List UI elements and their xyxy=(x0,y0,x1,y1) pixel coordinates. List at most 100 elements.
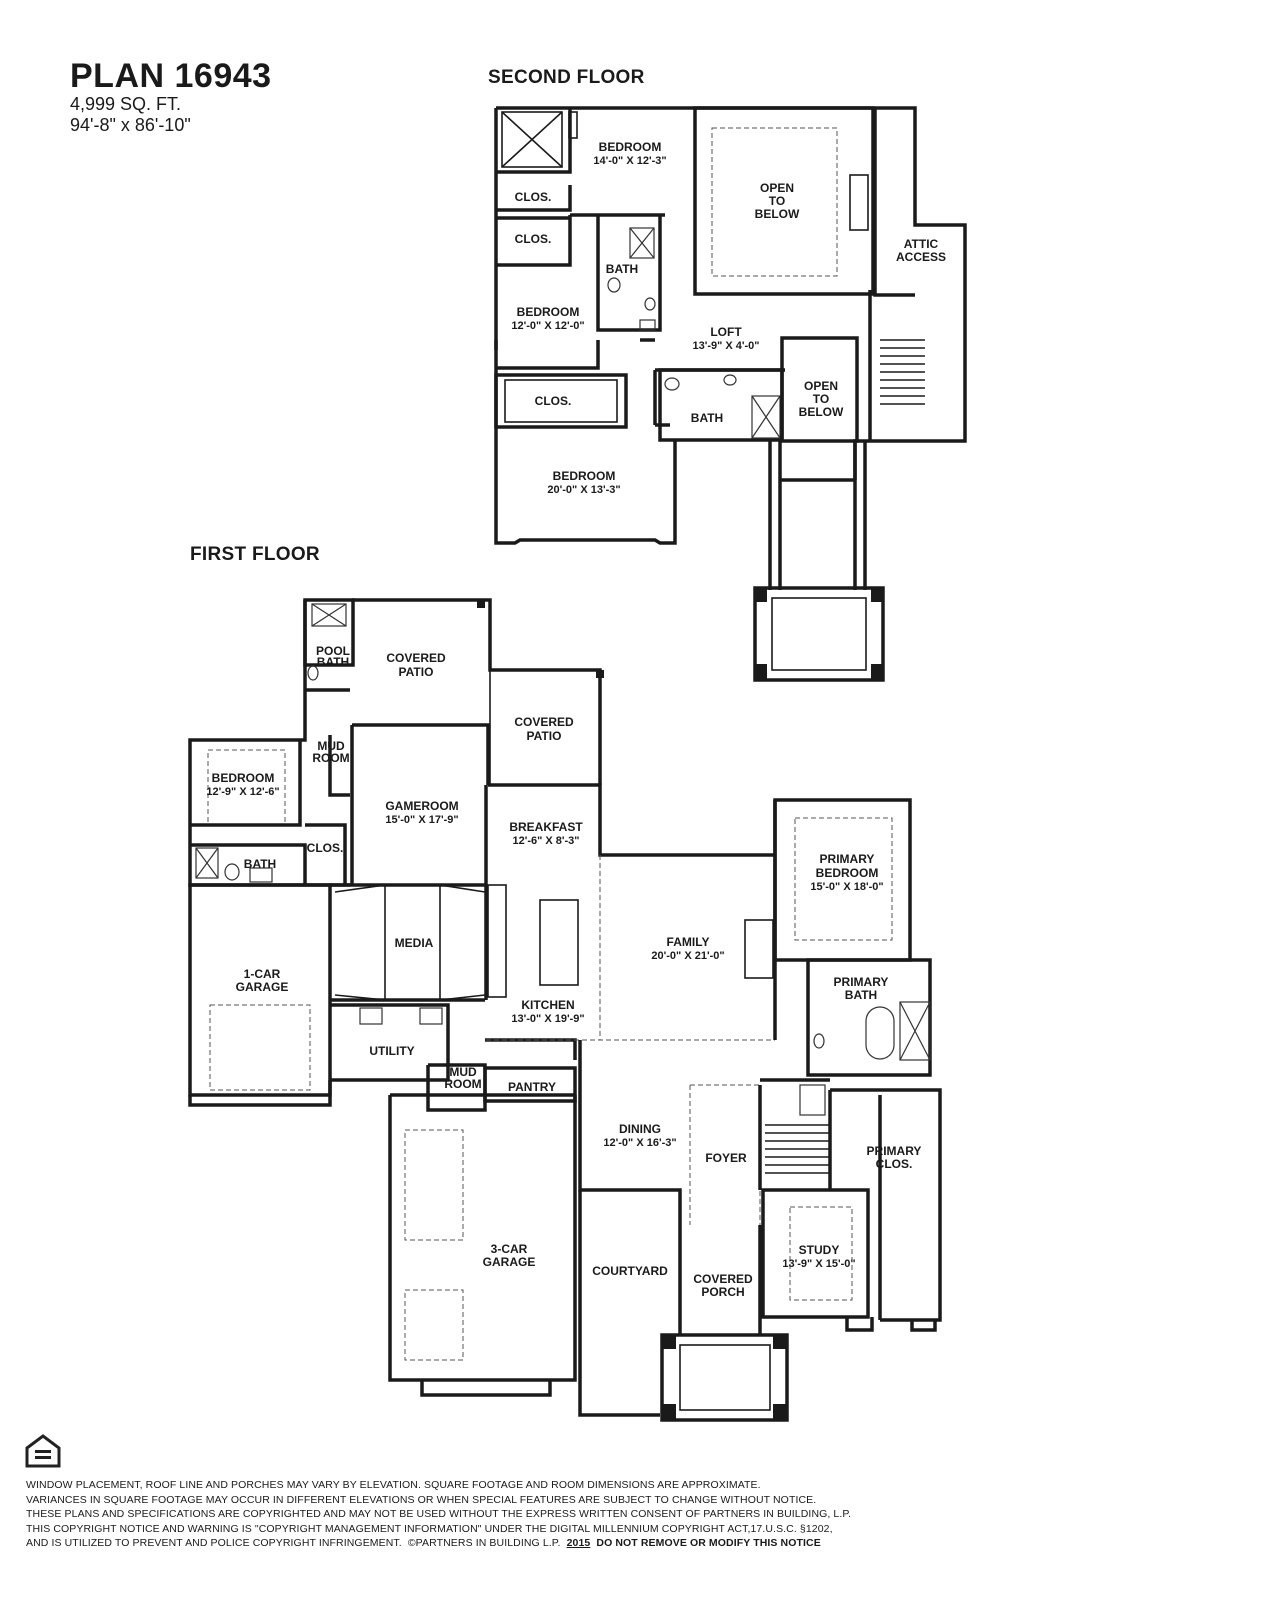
second-floor-plan xyxy=(494,106,967,682)
legal-footer: WINDOW PLACEMENT, ROOF LINE AND PORCHES … xyxy=(26,1478,1256,1551)
footer-line-4: THIS COPYRIGHT NOTICE AND WARNING IS "CO… xyxy=(26,1522,833,1535)
front-porch-inner xyxy=(679,1344,771,1411)
mud-room-a-walls xyxy=(305,688,350,797)
label-bath: BATH xyxy=(244,857,276,871)
label-dining: DINING xyxy=(619,1122,661,1136)
gameroom-top-wall xyxy=(352,723,490,785)
dim-dining: 12'-0" X 16'-3" xyxy=(603,1137,676,1149)
dim-family: 20'-0" X 21'-0" xyxy=(651,950,724,962)
closet-c-inner xyxy=(504,379,618,423)
label-open-below-b-3: BELOW xyxy=(799,405,844,419)
garage-1-base xyxy=(188,1095,332,1107)
dim-kitchen: 13'-0" X 19'-9" xyxy=(511,1013,584,1025)
second-floor-balcony-inner xyxy=(771,597,867,671)
label-pantry: PANTRY xyxy=(508,1080,556,1094)
utility-washer xyxy=(359,1007,383,1025)
footer-line-1: WINDOW PLACEMENT, ROOF LINE AND PORCHES … xyxy=(26,1479,761,1491)
family-fireplace xyxy=(744,919,774,979)
label-mud-room-b-1: MUD xyxy=(449,1065,477,1079)
front-porch-frame xyxy=(660,1333,789,1422)
label-media: MEDIA xyxy=(395,936,434,950)
bath-a-walls xyxy=(596,215,662,332)
primary-closet-walls xyxy=(830,1088,942,1322)
label-attic-1: ATTIC xyxy=(904,237,939,251)
garage-3-door-b xyxy=(404,1289,464,1361)
second-floor-balcony xyxy=(753,586,885,682)
label-primary-clos-2: CLOS. xyxy=(876,1157,913,1171)
balcony-post-br xyxy=(871,664,883,680)
bath-a-shower-cross xyxy=(629,227,655,259)
primary-bath-shower xyxy=(899,1001,931,1061)
label-bedroom-a: BEDROOM xyxy=(599,140,662,154)
primary-bath-toilet xyxy=(813,1033,825,1049)
label-bedroom-c: BEDROOM xyxy=(553,469,616,483)
porch-post-br xyxy=(773,1404,787,1420)
media-walls xyxy=(330,883,485,1002)
first-floor-bedroom-walls xyxy=(190,740,302,827)
label-primary-bath-2: BATH xyxy=(845,988,877,1002)
label-covered-patio-b-2: PATIO xyxy=(527,729,562,743)
bath-a-sink xyxy=(644,297,656,311)
dim-breakfast: 12'-6" X 8'-3" xyxy=(512,835,579,847)
label-clos: CLOS. xyxy=(307,841,344,855)
covered-patio-outline xyxy=(352,598,602,785)
study-dashed xyxy=(789,1206,853,1301)
label-courtyard: COURTYARD xyxy=(592,1264,668,1278)
label-bedroom-b: BEDROOM xyxy=(517,305,580,319)
plan-title: PLAN 16943 xyxy=(70,57,272,95)
dim-bedroom-b: 12'-0" X 12'-0" xyxy=(511,320,584,332)
bath-a-shower xyxy=(629,227,655,259)
balcony-post-tl xyxy=(755,588,767,602)
first-floor-plan xyxy=(188,598,942,1422)
bath-b-shower xyxy=(751,395,781,439)
label-utility: UTILITY xyxy=(369,1044,414,1058)
label-mud-room-a-2: ROOM xyxy=(312,751,349,765)
primary-bath-tub xyxy=(865,1006,895,1060)
courtyard-walls xyxy=(578,1190,660,1417)
label-primary-bedroom-1: PRIMARY xyxy=(820,852,875,866)
bedroom-b-walls xyxy=(496,338,655,370)
label-primary-bath-1: PRIMARY xyxy=(834,975,889,989)
bath-clos-walls xyxy=(190,823,347,885)
balcony-post-tr xyxy=(871,588,883,602)
study-window-bays xyxy=(845,1317,937,1332)
second-floor-vent xyxy=(568,111,578,139)
label-covered-porch-2: PORCH xyxy=(701,1285,744,1299)
study-frame xyxy=(761,1188,870,1319)
label-garage-1-2: GARAGE xyxy=(236,980,289,994)
footer-line-5: AND IS UTILIZED TO PREVENT AND POLICE CO… xyxy=(26,1536,1256,1551)
label-covered-patio-a-2: PATIO xyxy=(399,665,434,679)
label-open-below-a-2: TO xyxy=(769,194,785,208)
label-clos-a: CLOS. xyxy=(515,190,552,204)
breakfast-walls xyxy=(488,783,775,857)
garage-1-frame xyxy=(188,883,332,1097)
dim-bedroom: 12'-9" X 12'-6" xyxy=(206,786,279,798)
label-primary-clos-1: PRIMARY xyxy=(867,1144,922,1158)
footer-line-2: VARIANCES IN SQUARE FOOTAGE MAY OCCUR IN… xyxy=(26,1493,817,1506)
open-to-below-a-dashed xyxy=(711,127,838,277)
second-floor-chimney xyxy=(849,174,869,231)
attic-walls xyxy=(868,108,915,441)
utility-walls xyxy=(328,1003,450,1095)
first-floor-stairs xyxy=(765,1124,830,1174)
primary-bath-frame xyxy=(806,958,932,1077)
label-open-below-a-1: OPEN xyxy=(760,181,794,195)
label-loft: LOFT xyxy=(710,325,742,339)
label-study: STUDY xyxy=(799,1243,840,1257)
media-seating-lines xyxy=(334,884,486,1001)
kitchen-island xyxy=(539,899,579,986)
dim-loft: 13'-9" X 4'-0" xyxy=(692,340,759,352)
label-covered-patio-b-1: COVERED xyxy=(514,715,574,729)
porch-post-bl xyxy=(662,1404,676,1420)
dim-primary-bedroom: 15'-0" X 18'-0" xyxy=(810,881,883,893)
label-gameroom: GAMEROOM xyxy=(385,799,458,813)
label-pool-bath-1: POOL xyxy=(316,644,350,658)
garage-3-door-a xyxy=(404,1129,464,1241)
label-clos-b: CLOS. xyxy=(515,232,552,246)
footer-line-5-a: AND IS UTILIZED TO PREVENT AND POLICE CO… xyxy=(26,1537,567,1549)
pool-bath-frame xyxy=(303,598,355,667)
dining-walls xyxy=(578,1040,682,1230)
label-pool-bath-2: BATH xyxy=(317,655,349,669)
bath-b-toilet xyxy=(664,377,680,391)
